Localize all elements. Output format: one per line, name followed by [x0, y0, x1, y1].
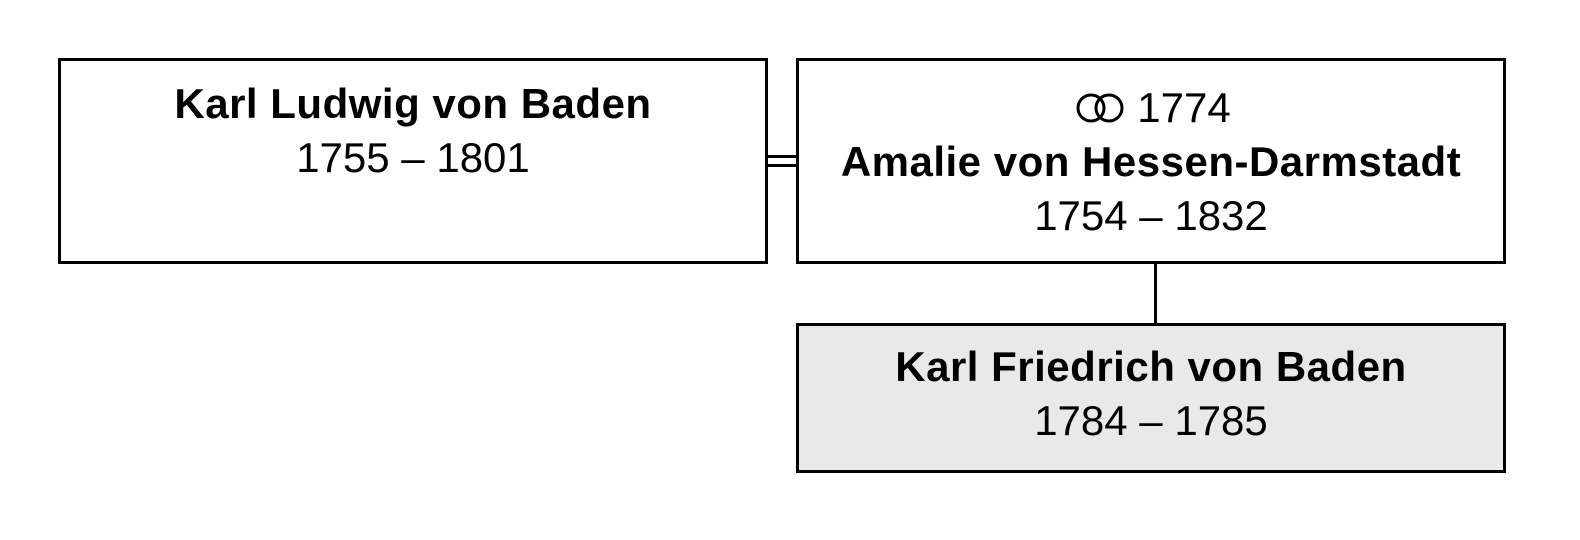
spouse-connector-top	[768, 155, 796, 158]
marriage-info: 1774	[799, 81, 1503, 135]
person-box-mother: 1774 Amalie von Hessen-Darmstadt 1754 – …	[796, 58, 1506, 264]
person-name: Karl Friedrich von Baden	[895, 343, 1407, 390]
descent-connector	[1154, 264, 1157, 323]
spouse-connector-bottom	[768, 164, 796, 167]
person-name: Amalie von Hessen-Darmstadt	[840, 138, 1462, 185]
person-name: Karl Ludwig von Baden	[174, 80, 652, 127]
wedding-rings-icon	[1076, 93, 1124, 123]
person-dates: 1754 – 1832	[1034, 192, 1268, 239]
person-box-father: Karl Ludwig von Baden 1755 – 1801	[58, 58, 768, 264]
person-dates: 1755 – 1801	[296, 134, 530, 181]
person-dates: 1784 – 1785	[1034, 397, 1268, 444]
marriage-year: 1774	[1137, 84, 1231, 131]
person-box-child: Karl Friedrich von Baden 1784 – 1785	[796, 323, 1506, 473]
